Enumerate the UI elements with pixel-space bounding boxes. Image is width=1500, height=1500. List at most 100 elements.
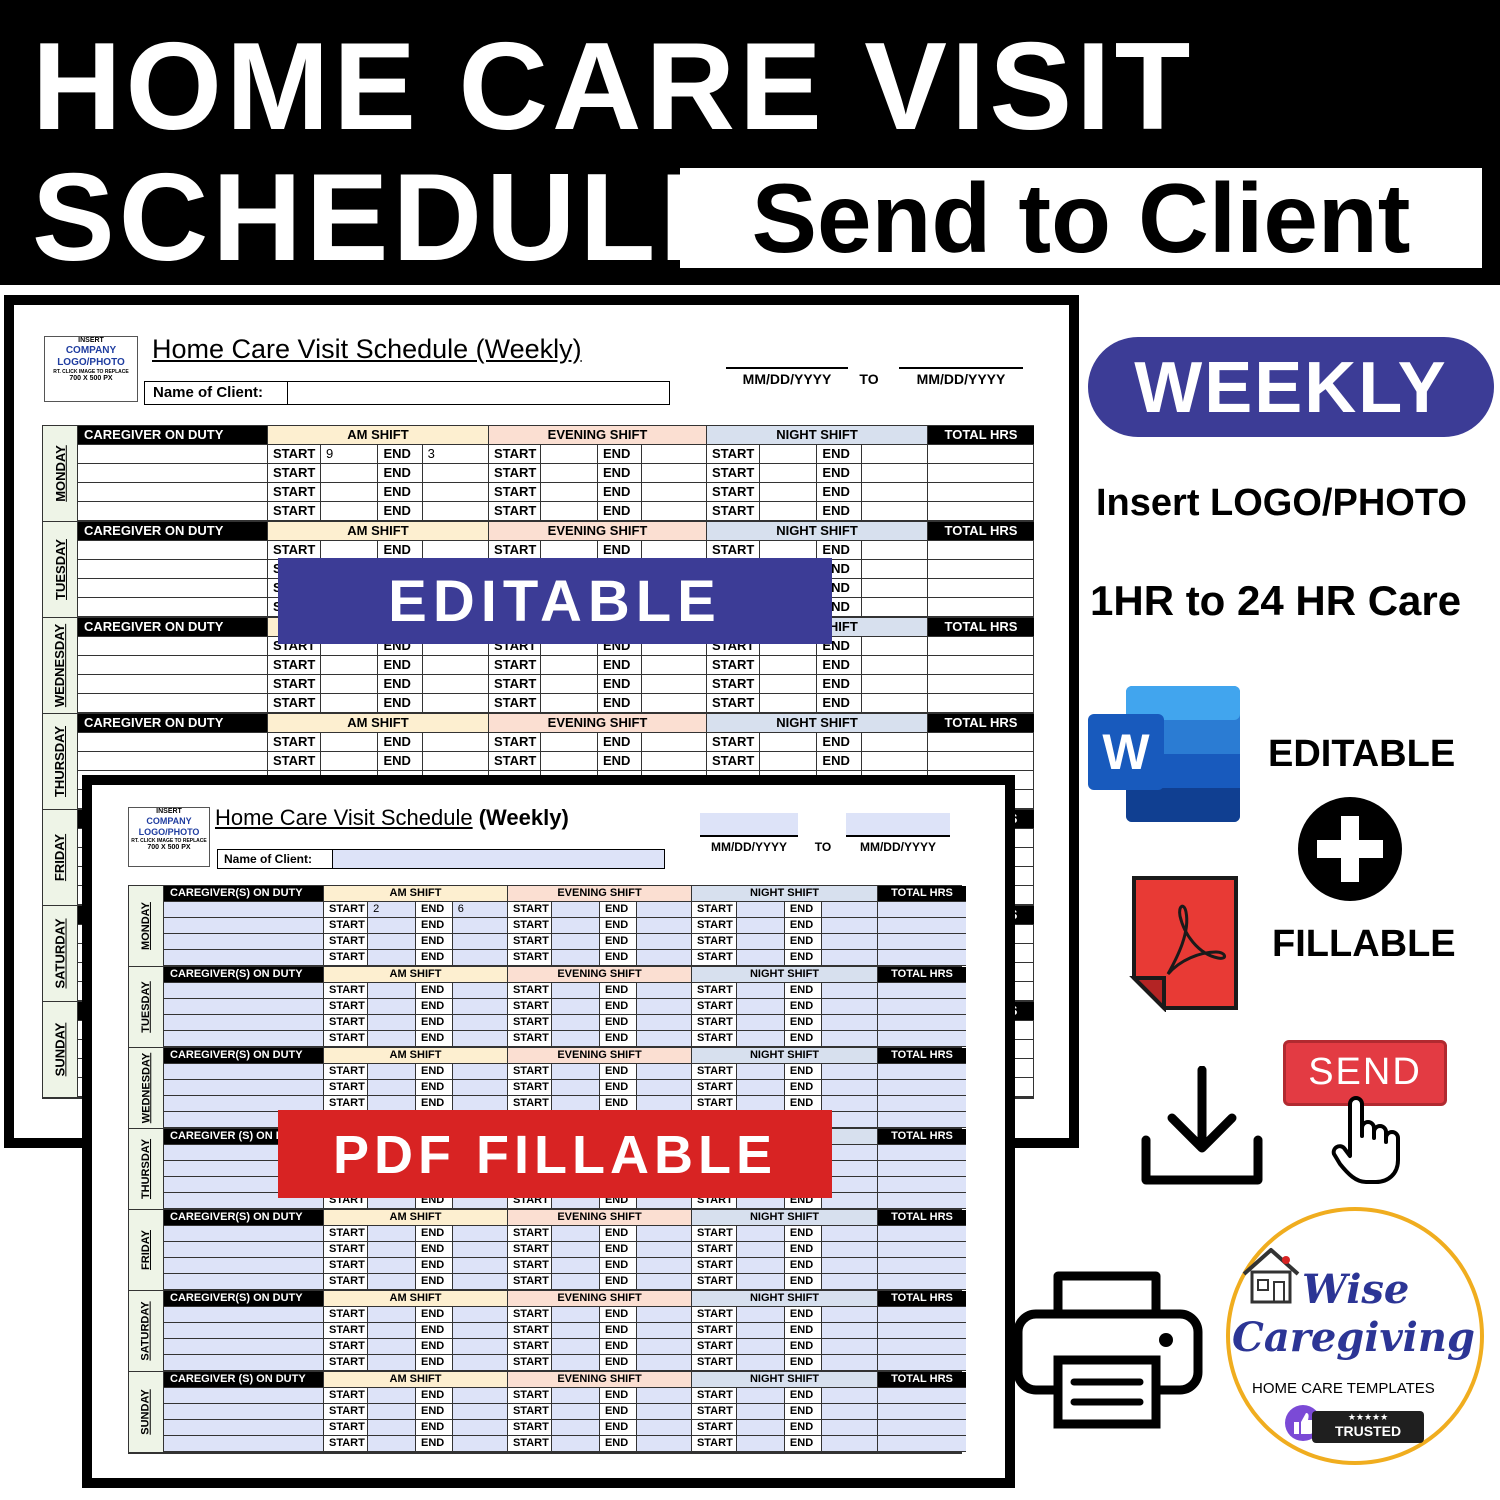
end-time-field[interactable] [822,1015,878,1031]
client-name-input[interactable] [333,850,664,868]
client-name-field[interactable]: Name of Client: [217,849,665,869]
caregiver-field[interactable] [164,1015,324,1031]
start-time-field[interactable]: 9 [321,445,379,464]
end-time-field[interactable] [636,1274,692,1290]
end-time-field[interactable] [452,1307,508,1323]
end-time-field[interactable] [636,983,692,999]
caregiver-field[interactable] [164,934,324,950]
end-time-field[interactable]: 3 [422,445,489,464]
end-time-field[interactable] [452,1258,508,1274]
total-hours-field[interactable] [877,1031,966,1047]
end-time-field[interactable] [861,560,928,579]
caregiver-field[interactable] [78,637,268,656]
caregiver-field[interactable] [164,983,324,999]
end-time-field[interactable] [641,656,707,675]
end-time-field[interactable] [861,464,928,483]
end-time-field[interactable] [822,1404,878,1420]
end-time-field[interactable] [422,656,489,675]
start-time-field[interactable] [368,999,416,1015]
start-time-field[interactable] [736,1323,785,1339]
start-time-field[interactable] [552,1226,600,1242]
caregiver-field[interactable] [164,1355,324,1371]
caregiver-field[interactable] [164,1420,324,1436]
end-time-field[interactable] [822,999,878,1015]
start-time-field[interactable] [736,1339,785,1355]
end-time-field[interactable] [861,579,928,598]
caregiver-field[interactable] [78,694,268,713]
start-time-field[interactable] [552,1420,600,1436]
end-time-field[interactable] [822,1193,878,1209]
caregiver-field[interactable] [78,483,268,502]
start-time-field[interactable] [321,483,379,502]
end-time-field[interactable] [636,1420,692,1436]
end-time-field[interactable] [822,983,878,999]
start-time-field[interactable] [552,934,600,950]
end-time-field[interactable] [636,1436,692,1452]
end-time-field[interactable] [636,1015,692,1031]
start-time-field[interactable] [552,1355,600,1371]
end-time-field[interactable] [452,1436,508,1452]
start-time-field[interactable] [736,1080,785,1096]
start-time-field[interactable] [759,694,818,713]
start-time-field[interactable] [736,1436,785,1452]
start-time-field[interactable] [368,1080,416,1096]
total-hours-field[interactable] [877,1355,966,1371]
total-hours-field[interactable] [877,1258,966,1274]
start-time-field[interactable] [736,1258,785,1274]
end-time-field[interactable] [822,1274,878,1290]
end-time-field[interactable] [422,483,489,502]
start-time-field[interactable] [552,1388,600,1404]
end-time-field[interactable] [452,1355,508,1371]
end-time-field[interactable] [422,752,489,771]
end-time-field[interactable] [422,464,489,483]
total-hours-field[interactable] [927,502,1034,521]
total-hours-field[interactable] [927,752,1034,771]
end-time-field[interactable] [636,1339,692,1355]
start-time-field[interactable] [736,1226,785,1242]
caregiver-field[interactable] [164,1436,324,1452]
total-hours-field[interactable] [927,445,1034,464]
total-hours-field[interactable] [877,1242,966,1258]
total-hours-field[interactable] [877,999,966,1015]
total-hours-field[interactable] [877,1015,966,1031]
end-time-field[interactable] [822,1323,878,1339]
caregiver-field[interactable] [164,1258,324,1274]
caregiver-field[interactable] [78,464,268,483]
end-time-field[interactable] [636,999,692,1015]
total-hours-field[interactable] [927,541,1034,560]
total-hours-field[interactable] [877,950,966,966]
start-time-field[interactable] [552,983,600,999]
start-time-field[interactable] [368,1436,416,1452]
end-time-field[interactable] [452,999,508,1015]
caregiver-field[interactable] [78,445,268,464]
total-hours-field[interactable] [877,1307,966,1323]
start-time-field[interactable] [368,1274,416,1290]
total-hours-field[interactable] [927,694,1034,713]
caregiver-field[interactable] [78,560,268,579]
client-name-input[interactable] [288,382,669,404]
end-time-field[interactable] [641,733,707,752]
end-time-field[interactable] [452,983,508,999]
end-time-field[interactable] [822,1436,878,1452]
total-hours-field[interactable] [927,483,1034,502]
end-time-field[interactable] [452,1031,508,1047]
caregiver-field[interactable] [78,579,268,598]
start-time-field[interactable] [736,902,785,918]
end-time-field[interactable] [452,1404,508,1420]
total-hours-field[interactable] [877,1112,966,1128]
start-time-field[interactable] [552,902,600,918]
start-time-field[interactable] [368,1258,416,1274]
start-time-field[interactable] [321,733,379,752]
end-time-field[interactable]: 6 [452,902,508,918]
start-time-field[interactable] [552,999,600,1015]
total-hours-field[interactable] [877,1177,966,1193]
end-time-field[interactable] [452,1323,508,1339]
start-time-field[interactable] [368,918,416,934]
caregiver-field[interactable] [78,656,268,675]
caregiver-field[interactable] [78,502,268,521]
end-time-field[interactable] [861,694,928,713]
total-hours-field[interactable] [877,1226,966,1242]
total-hours-field[interactable] [877,1145,966,1161]
end-time-field[interactable] [452,918,508,934]
start-time-field[interactable] [552,1242,600,1258]
